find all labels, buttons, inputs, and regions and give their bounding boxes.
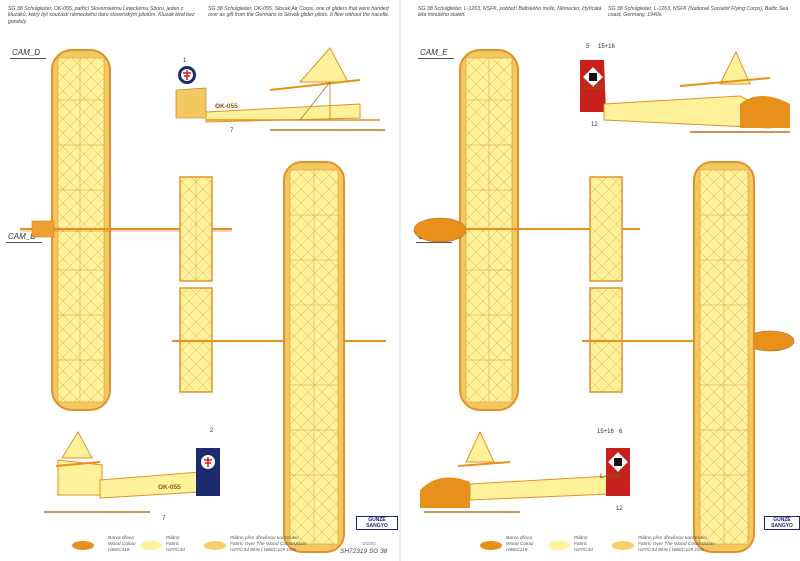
right-registration-bottom: L-1263: [600, 473, 621, 480]
left-callout-1: 1: [183, 58, 187, 64]
left-footer-code: SH72319 SG 38: [340, 548, 388, 555]
right-callout-2: 15+16: [598, 44, 615, 50]
right-description-en: SG 38 Schulgleiter, L-1263, NSFK (Nation…: [608, 6, 789, 19]
left-tailplane-topview: [179, 176, 213, 282]
right-legend-swatch-wood: [480, 541, 502, 550]
left-description-en: SG 38 Schulgleiter, OK-055, Slovak Air C…: [208, 6, 390, 19]
left-callout-4: 7: [162, 516, 166, 522]
left-description-cz: SG 38 Schulgleiter, OK-055, patřící Slov…: [8, 6, 195, 25]
left-page-number: 3/1002: [362, 541, 376, 546]
right-description-cz: SG 38 Schulgleiter, L-1263, NSFK, pobřež…: [418, 6, 602, 19]
left-wing-bottomview: [283, 161, 345, 553]
left-cam-label-2: CAM_D: [5, 232, 43, 243]
right-callout-6: 12: [616, 506, 623, 512]
right-registration-top: L-1263: [584, 84, 605, 91]
right-legend-swatch-mix: [612, 541, 634, 550]
right-cam-label: CAM_E: [418, 48, 454, 59]
right-legend-swatch-fabric: [548, 541, 570, 550]
left-sideview-bottom: [44, 430, 220, 513]
right-tailplane-topview: [589, 176, 623, 282]
left-callout-3: 2: [210, 428, 214, 434]
left-legend-swatch-fabric: [140, 541, 162, 550]
right-callout-1: 5: [586, 44, 590, 50]
right-sideview-top: [580, 50, 790, 133]
right-sideview-bottom: [420, 430, 630, 513]
right-callout-3: 12: [591, 122, 598, 128]
left-registration-bottom: OK-055: [158, 484, 181, 491]
left-registration-top: OK-055: [215, 103, 238, 110]
left-legend-swatch-mix: [204, 541, 226, 550]
left-callout-2: 7: [230, 128, 234, 134]
right-callout-5: 6: [619, 429, 623, 435]
left-legend-swatch-wood: [72, 541, 94, 550]
left-cam-label: CAM_D: [9, 48, 47, 59]
right-callout-4: 15+16: [597, 429, 614, 435]
right-wing-bottomview: [693, 161, 755, 553]
left-sideview-top: [175, 47, 385, 131]
